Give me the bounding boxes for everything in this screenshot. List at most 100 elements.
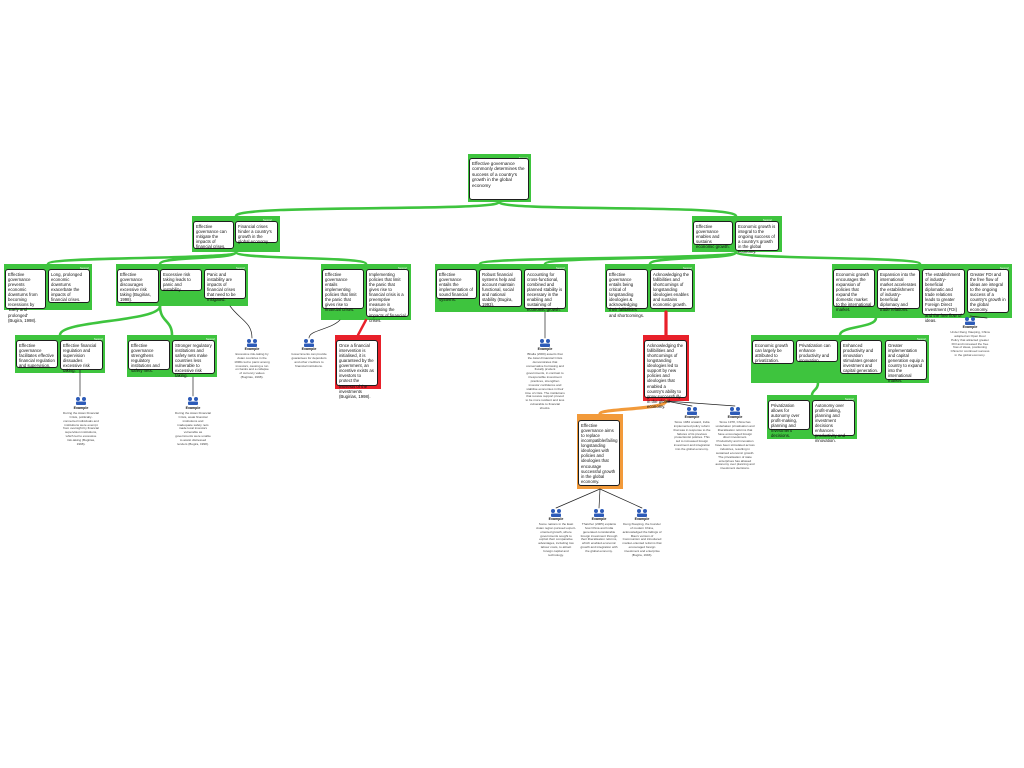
reason-d2[interactable]: Privatization allows for autonomy over p… [768,400,810,438]
reason-c4-co-premise-2[interactable]: The establishment of industry-beneficial… [922,269,965,323]
example-6-text: Some nations in the East Asian region pu… [536,522,576,557]
objection-r1-text: Once a financial intervention is initial… [339,343,374,399]
reason-d2-co-premise[interactable]: Autonomy over profit-making, planning an… [812,400,855,443]
support-tag-7: Support [1000,266,1009,270]
support-tag-8: Support [94,337,103,341]
reason-c4-co-premise[interactable]: Expansion into the international market … [877,269,920,312]
reason-b2-co-premise[interactable]: Stronger regulatory institutions and saf… [172,340,215,378]
link-d1-d2 [810,381,820,397]
reason-c2[interactable]: Accounting for cross-functional, combine… [524,269,566,312]
link-ex6 [555,488,601,509]
reason-c1[interactable]: Effective governance entails the impleme… [436,269,477,302]
link-l1r-c4 [734,250,922,266]
example-8-text: Deng Xiaoping, the founder of modern Chi… [622,522,662,557]
reason-a3[interactable]: Effective governance entails implementin… [322,269,364,312]
reason-c2-text: Accounting for cross-functional, combine… [527,272,563,313]
reason-c4-co-premise-2-text: The establishment of industry-beneficial… [925,272,962,323]
example-11-label: Example [962,325,978,329]
reason-a1[interactable]: Effective governance prevents economic d… [5,269,46,323]
link-ex9 [665,400,693,407]
link-a3-r1 [356,318,368,337]
objection-r1[interactable]: Once a financial intervention is initial… [336,340,378,399]
example-10-text: Since 1978, China has undertaken privati… [715,420,755,471]
reason-c4-co-premise-3[interactable]: Greater FDI and the free flow of ideas a… [967,269,1009,313]
reason-a3-co-premise[interactable]: Implementing policies that limit the pan… [366,269,409,323]
reason-l1-right-co-premise-text: Economic growth is integral to the ongoi… [738,224,776,255]
link-l1l-a2 [158,250,238,266]
objection-r2-text: Acknowledging the fallibilities and shor… [647,343,684,409]
reason-c3[interactable]: Effective governance entails being criti… [606,269,648,318]
reason-d1-co-premise-2[interactable]: Enhanced productivity and innovation sti… [840,340,882,374]
example-7-label: Example [591,517,607,521]
support-tag-10: Support [917,337,926,341]
reason-b2[interactable]: Effective governance strengthens regulat… [128,340,170,374]
example-3-icon [247,339,257,347]
reason-c4-text: Economic growth encourages the expansion… [836,272,872,313]
example-8-icon [637,509,647,517]
example-7-icon [594,509,604,517]
reason-b2-co-premise-text: Stronger regulatory institutions and saf… [175,343,212,379]
reason-b1-co-premise[interactable]: Effective financial regulation and super… [60,340,103,373]
reason-a2-co-premise[interactable]: Excessive risk taking leads to panic and… [160,269,202,293]
example-4-label: Example [301,347,317,351]
link-r2-o1 [598,399,668,416]
reason-d1-co-premise-text: Privatization can enhance productivity a… [799,343,831,364]
example-10-icon [730,407,740,415]
reason-d1-co-premise[interactable]: Privatization can enhance productivity a… [796,340,838,364]
example-11-text: Under Deng Xiaoping, China adopted an Op… [950,330,990,358]
example-2-label: Example [185,406,201,410]
link-ex3 [229,305,253,339]
reason-a2[interactable]: Effective governance discourages excessi… [117,269,159,303]
support-tag-2: Support [80,266,89,270]
reason-c4[interactable]: Economic growth encourages the expansion… [833,269,875,312]
reason-c3-co-premise[interactable]: Acknowledging the fallibilities and shor… [650,269,693,309]
link-a2-b2 [158,304,174,337]
reason-l1-left-co-premise[interactable]: Financial crises hinder a country's grow… [235,221,278,245]
example-9-icon [687,407,697,415]
link-root-l1-left [234,200,501,218]
reason-a3-co-premise-text: Implementing policies that limit the pan… [369,272,406,323]
reason-c1-co-premise[interactable]: Robust financial systems help and accoun… [479,269,522,307]
reason-l1-left[interactable]: Effective governance can mitigate the im… [193,221,234,249]
support-tag-3: Support [236,266,245,270]
reason-d2-co-premise-text: Autonomy over profit-making, planning an… [815,403,846,444]
reason-a1-co-premise[interactable]: Long, prolonged economic downturns exace… [48,269,90,303]
link-c4-d1 [838,316,878,337]
reason-b1[interactable]: Effective governance facilitates effecti… [16,340,58,368]
example-3-label: Example [244,347,260,351]
reason-a2-co-premise-text: Excessive risk taking leads to panic and… [163,272,191,293]
root-contention[interactable]: Effective governance commonly determines… [469,158,529,200]
reason-l1-left-co-premise-text: Financial crises hinder a country's grow… [238,224,272,245]
reason-a1-co-premise-text: Long, prolonged economic downturns exace… [51,272,83,303]
example-9-text: Since 1984 onward, India implemented pol… [673,420,711,452]
support-tag-4: Support [398,266,407,270]
rebuttal-o1-text: Effective governance aims to replace inc… [581,423,618,484]
reason-b2-text: Effective governance strengthens regulat… [131,343,160,374]
example-5-icon [540,339,550,347]
example-11-icon [965,317,975,325]
reason-c4-co-premise-3-text: Greater FDI and the free flow of ideas a… [970,272,1006,313]
reason-c4-co-premise-text: Expansion into the international market … [880,272,917,313]
reason-d1[interactable]: Economic growth can largely be attribute… [752,340,794,364]
link-root-l1-right [497,200,738,218]
example-2-text: During the Asian Financial Crisis, weak … [175,411,211,446]
reason-d1-co-premise-3[interactable]: Greater implementation and capital gener… [885,340,927,383]
reason-a2-co-premise-2-text: Panic and instability are impacts of fin… [207,272,236,303]
reason-c3-text: Effective governance entails being criti… [609,272,645,318]
support-tag-5: Support [556,266,565,270]
reason-a2-co-premise-2[interactable]: Panic and instability are impacts of fin… [204,269,246,303]
reason-d2-text: Privatization allows for autonomy over p… [771,403,800,439]
support-tag-11: Support [845,397,854,401]
reason-l1-right-co-premise[interactable]: Economic growth is integral to the ongoi… [735,221,779,255]
support-tag-6: Support [683,266,692,270]
reason-l1-right[interactable]: Effective governance enables and sustain… [693,221,733,249]
reason-b1-text: Effective governance facilitates effecti… [19,343,55,369]
rebuttal-o1[interactable]: Effective governance aims to replace inc… [578,420,620,486]
reason-c1-co-premise-text: Robust financial systems help and accoun… [482,272,516,308]
objection-r2[interactable]: Acknowledging the fallibilities and shor… [644,340,687,409]
example-3-text: Excessive risk-taking by Asian countries… [234,352,270,380]
example-6-label: Example [548,517,564,521]
example-8-label: Example [634,517,650,521]
